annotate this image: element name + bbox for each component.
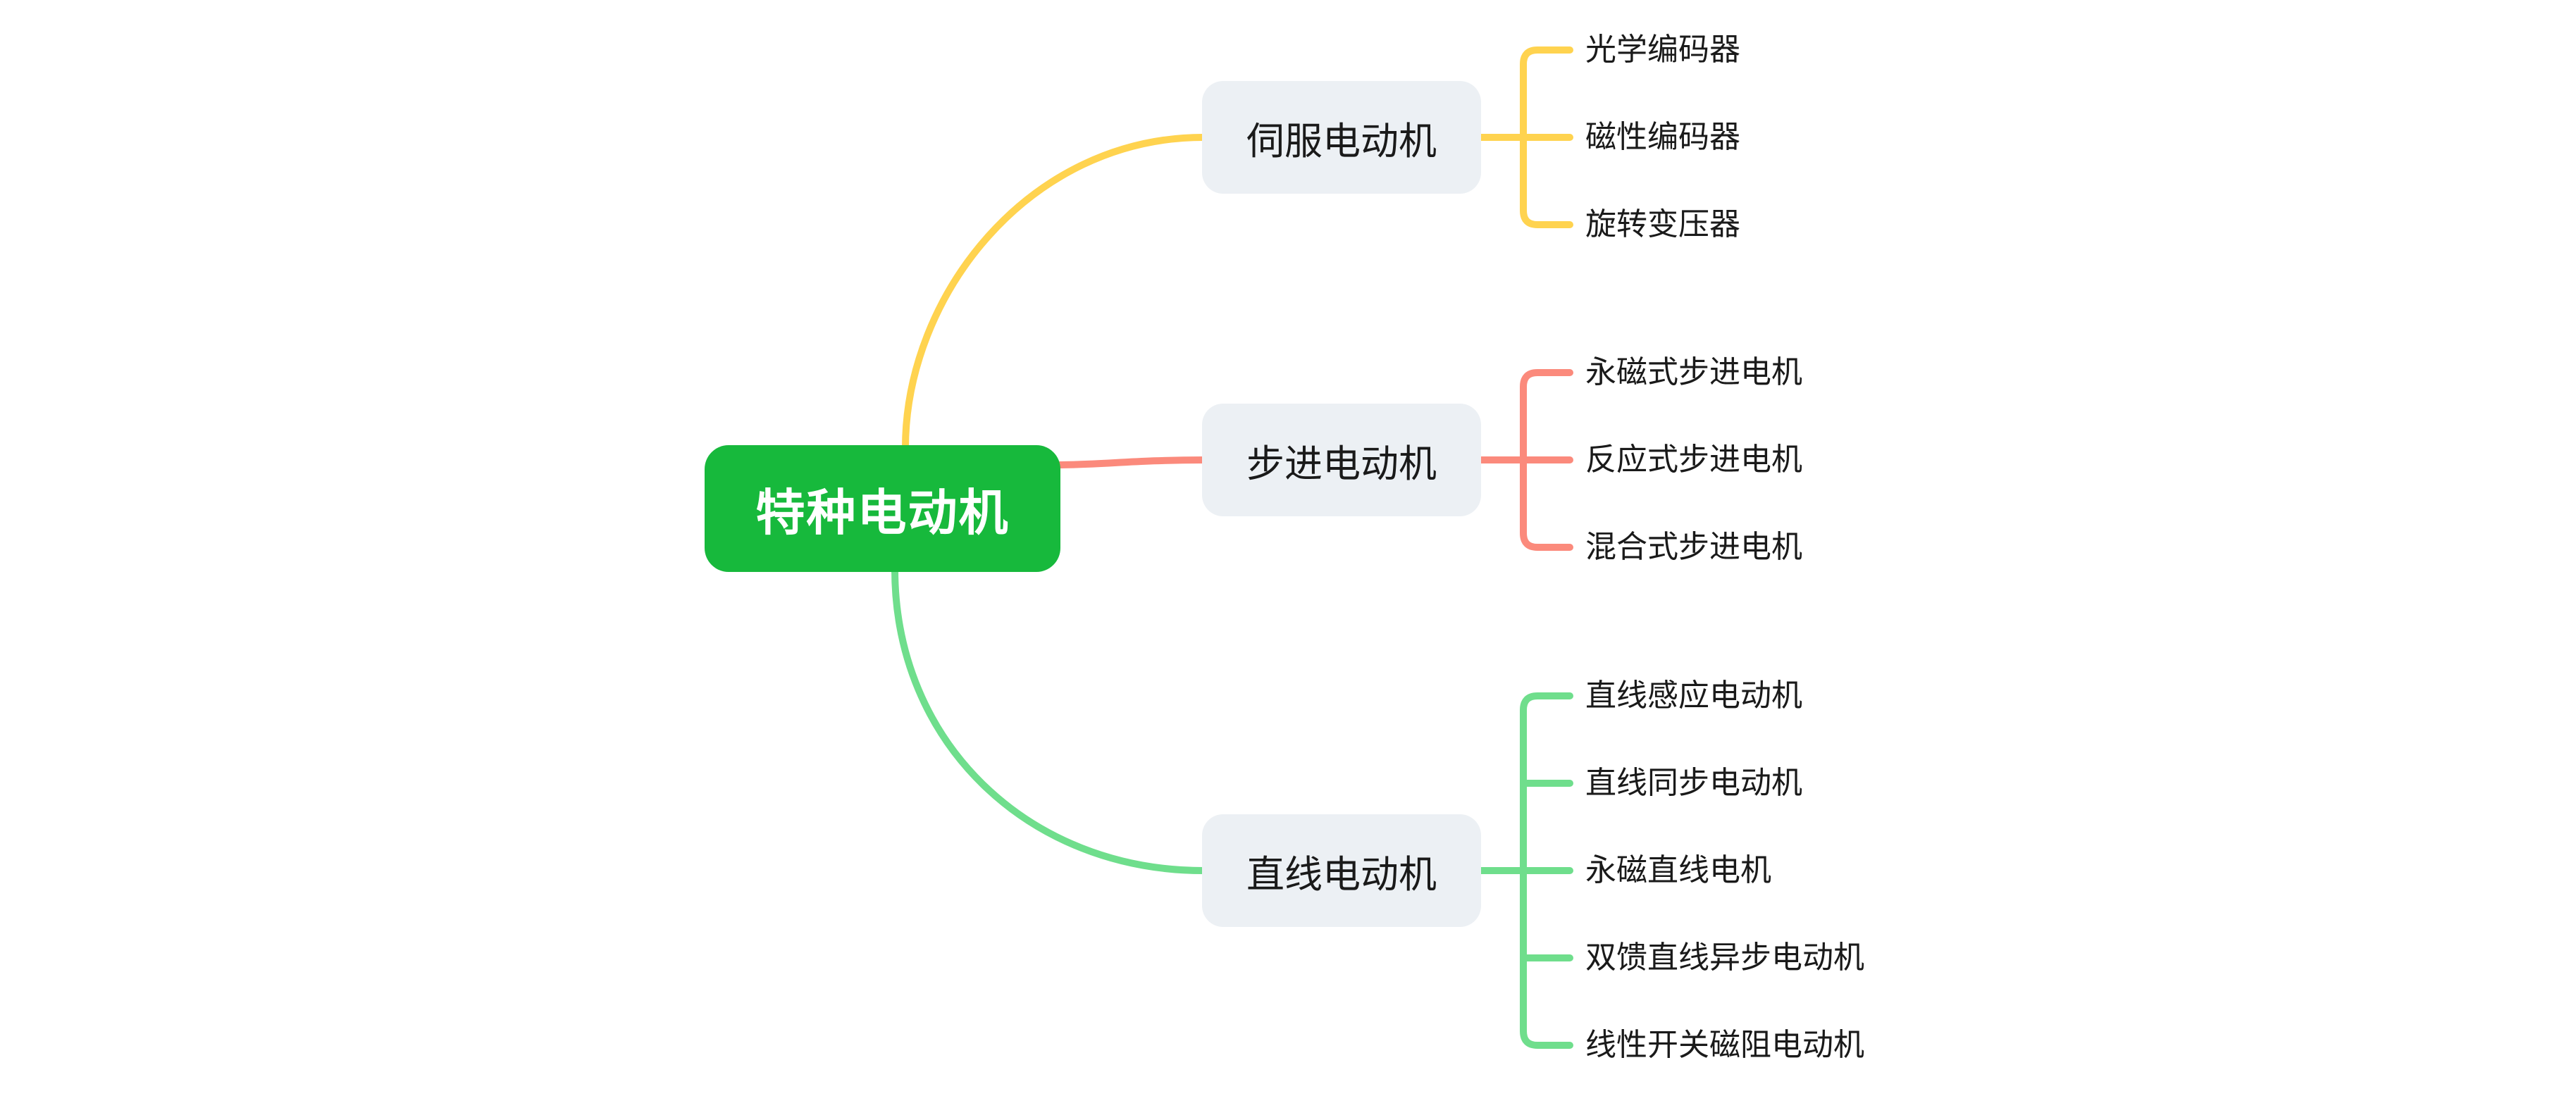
child-topic[interactable]: 反应式步进电机 [1585,442,1802,477]
child-topic[interactable]: 线性开关磁阻电动机 [1585,1028,1864,1062]
child-topic[interactable]: 永磁式步进电机 [1585,355,1802,390]
root-connector-linear-motor [891,566,1207,874]
root-connector-servo-motor [902,134,1207,452]
branch-node-linear-motor[interactable]: 直线电动机 [1202,814,1481,927]
child-topic[interactable]: 直线同步电动机 [1585,766,1802,800]
branch-node-servo-motor[interactable]: 伺服电动机 [1202,81,1481,194]
branch-node-stepper-motor[interactable]: 步进电动机 [1202,404,1481,516]
children-rail-servo-motor [1520,46,1573,228]
root-node[interactable]: 特种电动机 [705,445,1060,572]
child-topic[interactable]: 混合式步进电机 [1585,530,1802,564]
child-topic[interactable]: 磁性编码器 [1585,120,1740,154]
root-node-label: 特种电动机 [755,485,1010,540]
children-rail-linear-motor [1520,692,1573,1049]
children-rail-stepper-motor [1520,369,1573,551]
branch-node-label: 步进电动机 [1246,442,1437,485]
child-topic[interactable]: 旋转变压器 [1585,207,1740,242]
child-topic[interactable]: 光学编码器 [1585,32,1740,67]
branch-node-label: 伺服电动机 [1246,120,1437,163]
child-topic[interactable]: 双馈直线异步电动机 [1585,940,1864,975]
child-topic[interactable]: 永磁直线电机 [1585,853,1771,888]
branch-node-label: 直线电动机 [1246,853,1437,896]
root-connector-stepper-motor [1053,456,1207,468]
child-topic[interactable]: 直线感应电动机 [1585,678,1802,713]
